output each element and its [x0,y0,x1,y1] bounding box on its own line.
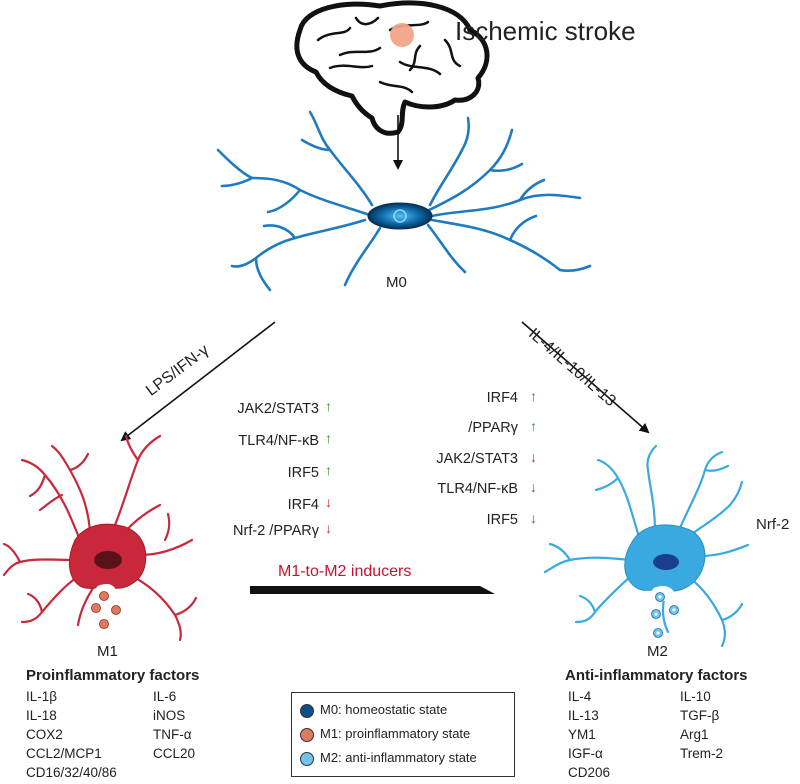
m1-cell [2,434,198,642]
legend-item-m0: M0: homeostatic state [300,702,447,718]
factor-item: IL-18 [26,708,57,723]
m0-nucleus [367,202,433,230]
m0-organelle [393,209,407,223]
factor-item: IL-6 [153,689,177,704]
factor-item: IL-1β [26,689,58,704]
m0-dot-icon [300,703,314,718]
m2-signal-jak2: JAK2/STAT3 [436,451,518,467]
proinflammatory-heading: Proinflammatory factors [26,667,200,684]
factor-item: COX2 [26,727,63,742]
inducer-arrow [250,586,495,594]
m0-to-m2-arrow [521,321,650,434]
m2-signal-irf4: IRF4 [486,390,518,406]
factor-item: CCL20 [153,746,196,761]
legend-item-m2: M2: anti-inflammatory state [300,750,477,766]
factor-item: YM1 [568,727,596,742]
up-arrow-icon: ↑ [325,462,332,478]
factor-item: IL-10 [680,689,711,704]
m1-label: M1 [97,643,118,660]
up-arrow-icon: ↑ [325,398,332,414]
factor-item: IL-4 [568,689,592,704]
factor-item: TGF-β [680,708,720,723]
m1-signal-nrf2: Nrf-2 /PPARγ [233,523,319,539]
inducer-label: M1-to-M2 inducers [278,563,412,580]
factor-item: iNOS [153,708,186,723]
stroke-label: Ischemic stroke [455,16,636,46]
factor-item: Trem-2 [680,746,723,761]
m1-signal-irf4: IRF4 [287,497,319,513]
legend: M0: homeostatic state M1: proinflammator… [291,692,515,777]
factor-item: CD16/32/40/86 [26,765,117,780]
down-arrow-icon: ↓ [530,479,537,495]
antiinflammatory-heading: Anti-inflammatory factors [565,667,748,684]
m2-signal-tlr4: TLR4/NF-κB [437,481,518,497]
up-arrow-icon: ↑ [530,388,537,404]
m2-cell [543,444,750,648]
m2-signal-ppar: /PPARγ [468,420,518,436]
m1-dot-icon [300,727,314,742]
nrf2-label: Nrf-2 [756,516,790,533]
up-arrow-icon: ↑ [530,418,537,434]
m0-cell [216,110,592,292]
factor-item: CD206 [568,765,611,780]
brain-icon [294,0,490,136]
m1-signal-jak2: JAK2/STAT3 [237,401,319,417]
factor-item: CCL2/MCP1 [26,746,102,761]
up-arrow-icon: ↑ [325,430,332,446]
down-arrow-icon: ↓ [530,449,537,465]
m2-signal-irf5: IRF5 [486,512,518,528]
factor-item: Arg1 [680,727,709,742]
legend-label: M1: proinflammatory state [320,726,471,741]
m2-label: M2 [647,643,668,660]
m0-label: M0 [386,274,407,291]
m1-signal-irf5: IRF5 [287,465,319,481]
legend-label: M0: homeostatic state [320,702,448,717]
legend-item-m1: M1: proinflammatory state [300,726,470,742]
factor-item: TNF-α [153,727,192,742]
factor-item: IL-13 [568,708,599,723]
m1-signal-tlr4: TLR4/NF-κB [238,433,319,449]
m0-to-m1-arrow [120,321,276,442]
factor-item: IGF-α [568,746,603,761]
down-arrow-icon: ↓ [325,494,332,510]
legend-label: M2: anti-inflammatory state [320,750,477,765]
down-arrow-icon: ↓ [530,510,537,526]
m2-dot-icon [300,751,314,766]
down-arrow-icon: ↓ [325,520,332,536]
